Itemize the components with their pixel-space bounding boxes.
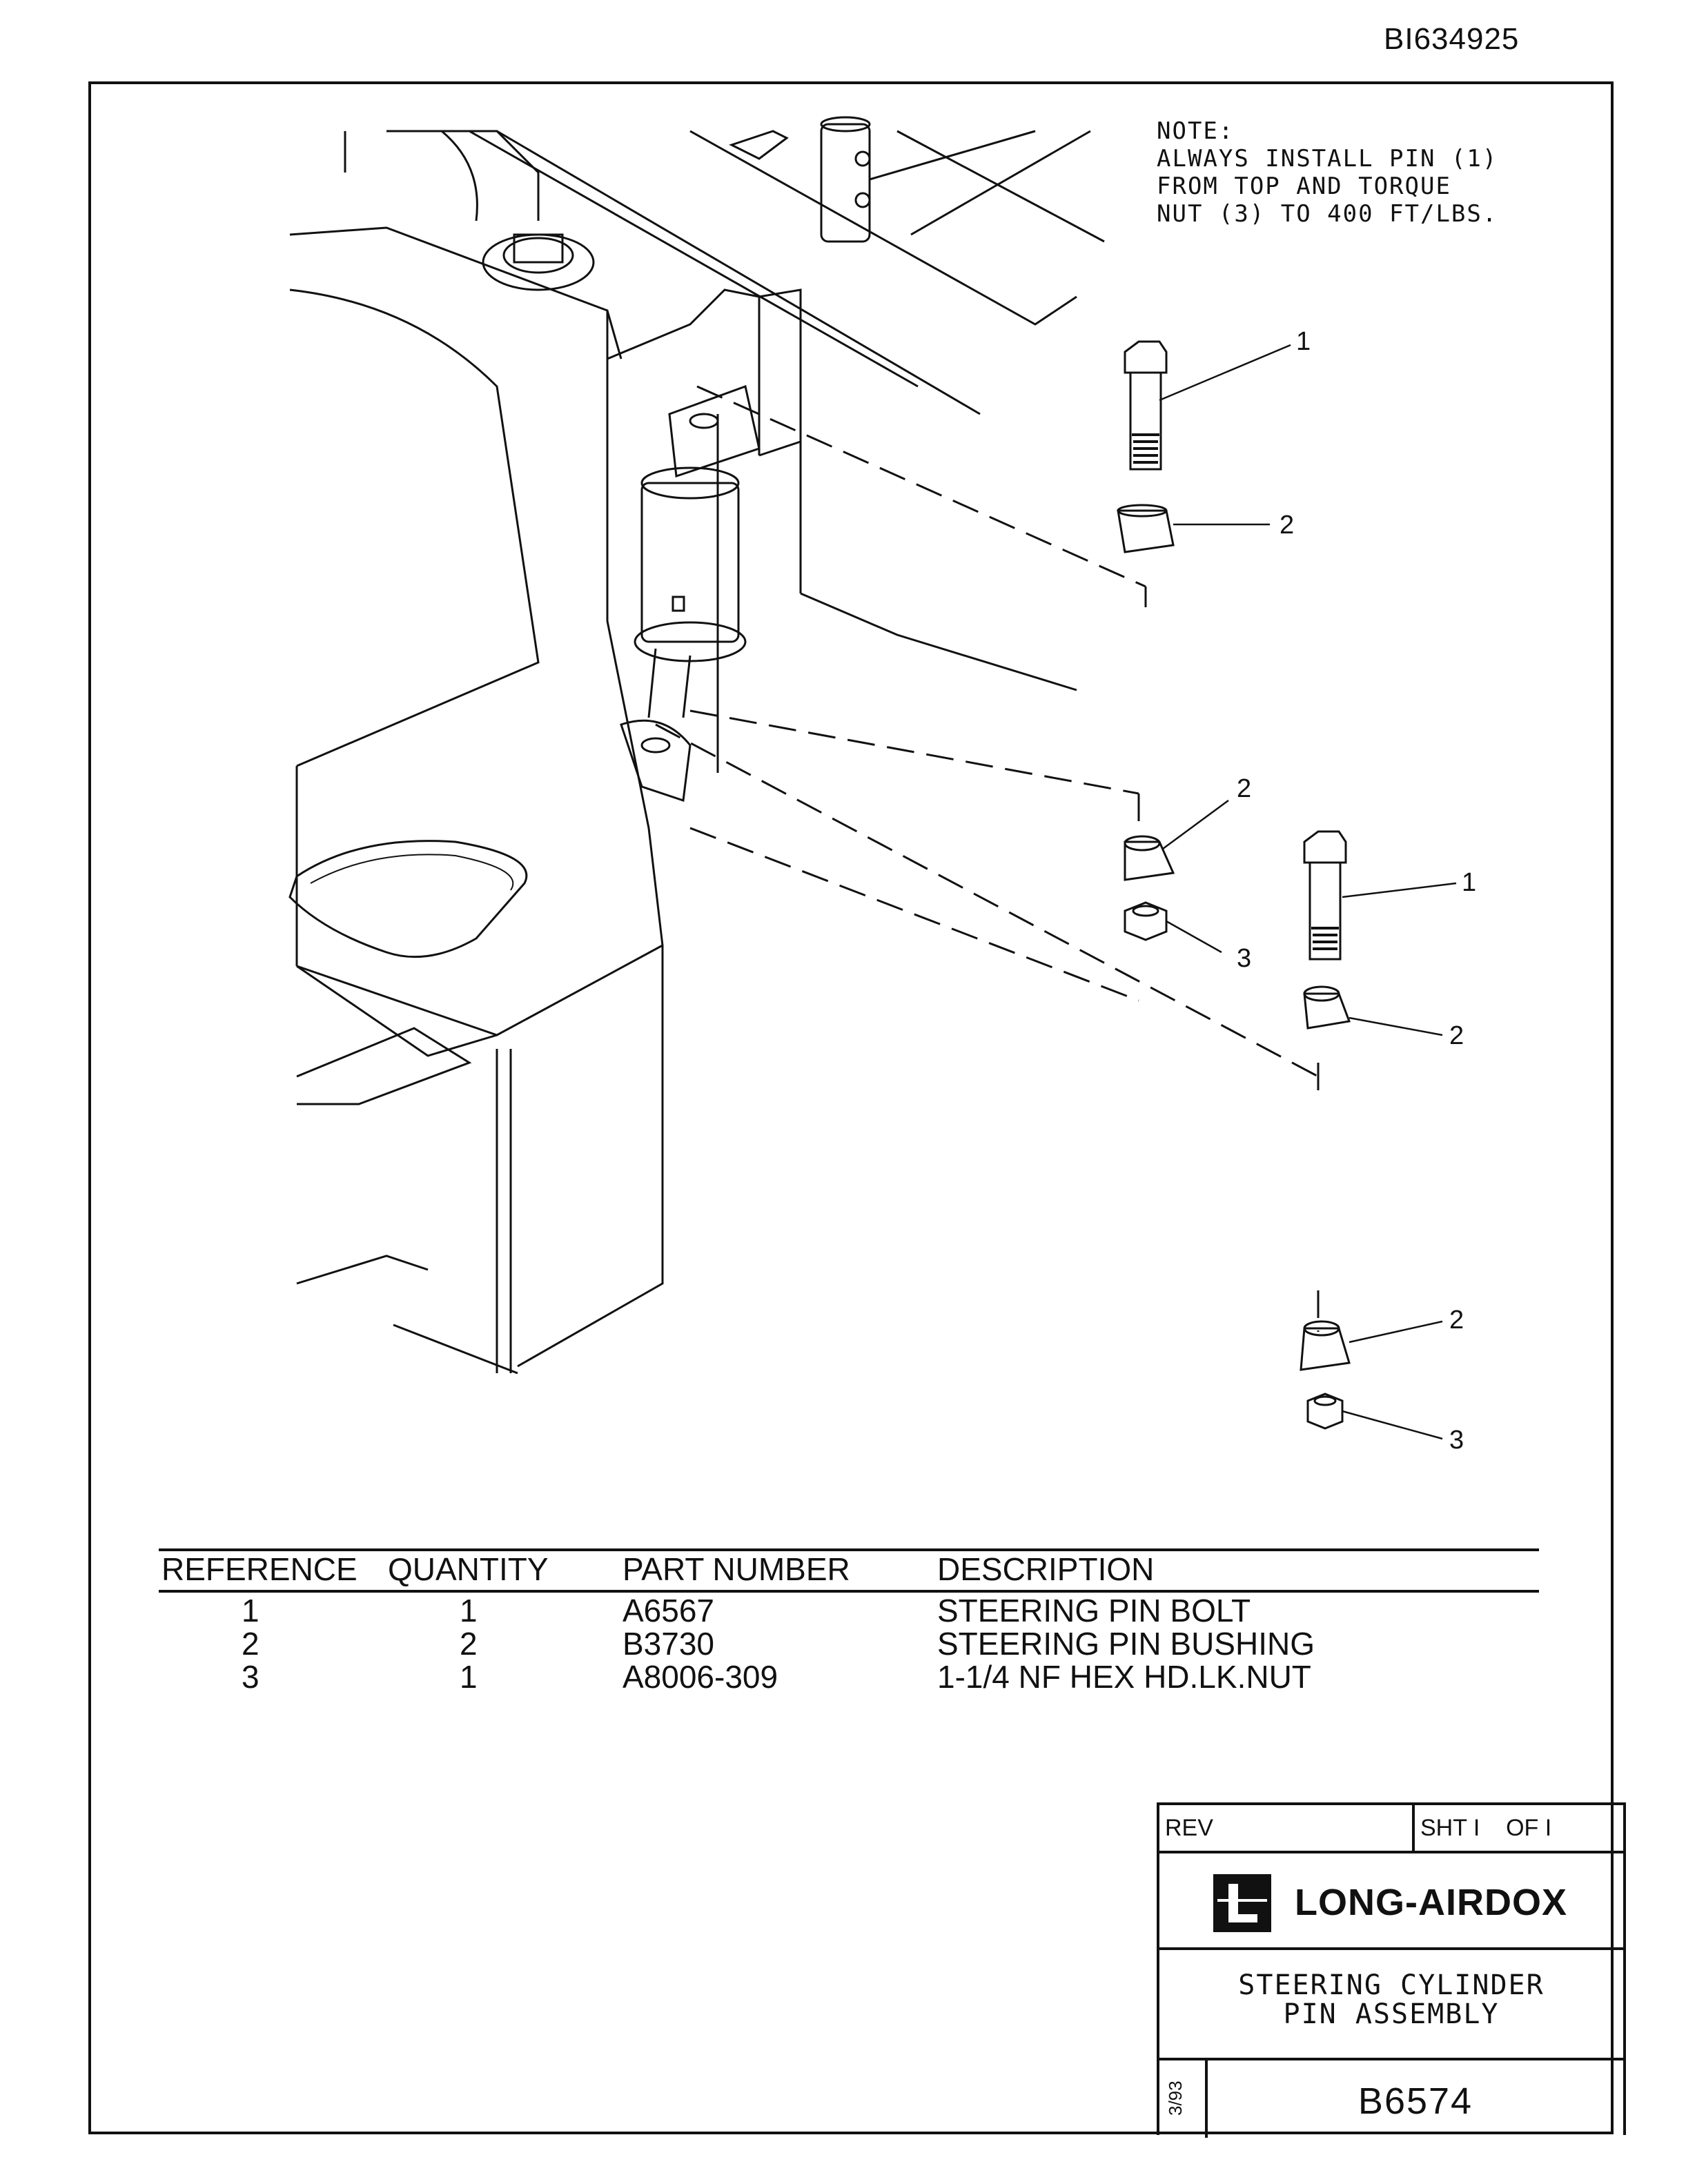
drawing-number: B6574 <box>1357 2080 1473 2122</box>
nut-3-middle <box>1124 901 1168 941</box>
callout-2-right: 2 <box>1449 1021 1464 1050</box>
drawing-date: 3/93 <box>1165 2080 1186 2116</box>
row-quantity: 1 <box>460 1659 478 1695</box>
header-part-number: PART NUMBER <box>623 1551 850 1587</box>
title-block: REV SHT I OF I LONG-AIRDOX STEERING CYLI… <box>1157 1802 1626 2138</box>
header-description: DESCRIPTION <box>937 1551 1155 1587</box>
bushing-2-upper <box>1117 504 1175 553</box>
document-id: BI634925 <box>1384 22 1520 56</box>
nut-3-lower <box>1306 1393 1344 1430</box>
row-description: 1-1/4 NF HEX HD.LK.NUT <box>937 1659 1311 1695</box>
frame-cutout <box>288 840 528 958</box>
bolt-1-right <box>1303 830 1347 961</box>
bushing-2-middle <box>1124 835 1175 881</box>
company-name: LONG-AIRDOX <box>1295 1882 1567 1923</box>
note-text: ALWAYS INSTALL PIN (1) FROM TOP AND TORQ… <box>1157 145 1498 228</box>
parts-table-header: REFERENCE QUANTITY PART NUMBER DESCRIPTI… <box>159 1548 1539 1593</box>
bushing-2-right <box>1303 985 1351 1030</box>
assembly-note: NOTE:ALWAYS INSTALL PIN (1) FROM TOP AND… <box>1157 117 1498 228</box>
sheet-field: SHT I OF I <box>1415 1805 1623 1853</box>
drawing-title-line-2: PIN ASSEMBLY <box>1283 1998 1500 2030</box>
row-part-number: A6567 <box>623 1593 715 1629</box>
parts-list-table: REFERENCE QUANTITY PART NUMBER DESCRIPTI… <box>159 1548 1539 1695</box>
bushing-2-lower <box>1300 1320 1351 1371</box>
table-row: 2 2 B3730 STEERING PIN BUSHING <box>159 1626 1539 1662</box>
exploded-view-centerlines <box>655 385 1320 1332</box>
header-quantity: QUANTITY <box>388 1551 549 1587</box>
row-reference: 2 <box>242 1626 259 1662</box>
drawing-frame <box>88 81 1614 2134</box>
callout-2-middle: 2 <box>1237 774 1252 803</box>
row-description: STEERING PIN BOLT <box>937 1593 1251 1629</box>
machine-frame-lines <box>289 130 1105 1375</box>
company-logo-icon <box>1213 1874 1271 1932</box>
row-part-number: A8006-309 <box>623 1659 778 1695</box>
callout-1-upper: 1 <box>1296 327 1311 356</box>
drawing-title: STEERING CYLINDER PIN ASSEMBLY <box>1159 1950 1623 2060</box>
callout-1-right: 1 <box>1462 868 1477 897</box>
callout-2-lower: 2 <box>1449 1306 1464 1335</box>
steering-cylinder-drawing <box>620 385 761 803</box>
rev-field: REV <box>1159 1805 1415 1853</box>
callout-3-middle: 3 <box>1237 944 1252 973</box>
bolt-1-upper <box>1124 340 1168 471</box>
header-reference: REFERENCE <box>161 1551 357 1587</box>
top-pin-sketch <box>729 116 871 243</box>
row-quantity: 1 <box>460 1593 478 1629</box>
callout-2-upper: 2 <box>1280 511 1295 540</box>
date-field: 3/93 <box>1159 2060 1208 2138</box>
table-row: 3 1 A8006-309 1-1/4 NF HEX HD.LK.NUT <box>159 1659 1539 1695</box>
top-pivot-nut-drawing <box>482 233 595 291</box>
row-reference: 1 <box>242 1593 259 1629</box>
row-quantity: 2 <box>460 1626 478 1662</box>
company-logo-area: LONG-AIRDOX <box>1159 1853 1623 1950</box>
note-heading: NOTE: <box>1157 117 1235 145</box>
table-row: 1 1 A6567 STEERING PIN BOLT <box>159 1593 1539 1629</box>
callout-leader-lines <box>1159 344 1457 1440</box>
drawing-title-line-1: STEERING CYLINDER <box>1238 1969 1545 2001</box>
row-description: STEERING PIN BUSHING <box>937 1626 1315 1662</box>
callout-3-lower: 3 <box>1449 1426 1464 1455</box>
row-reference: 3 <box>242 1659 259 1695</box>
row-part-number: B3730 <box>623 1626 715 1662</box>
